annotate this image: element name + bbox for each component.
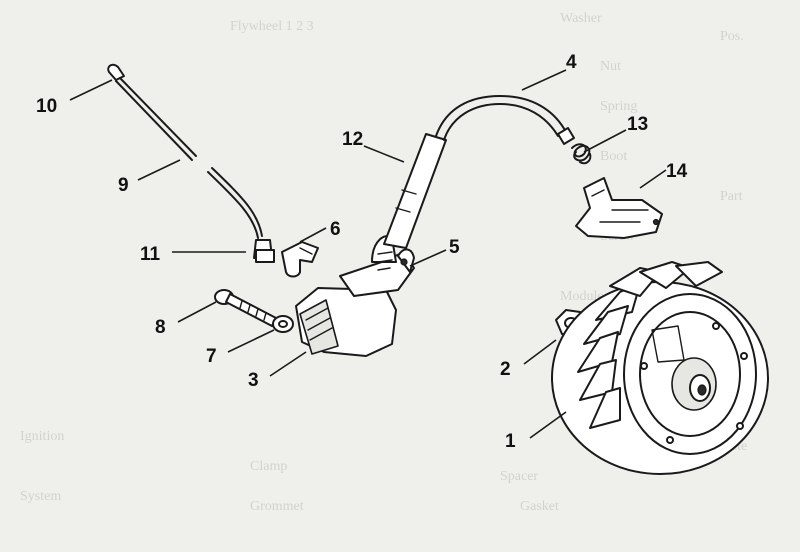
ignition-lead-part (383, 95, 575, 249)
wire-clip-part (281, 241, 319, 278)
svg-text:Gasket: Gasket (520, 499, 559, 514)
svg-text:Pos.: Pos. (720, 29, 744, 44)
svg-text:System: System (20, 489, 61, 504)
callout-11: 11 (140, 244, 161, 265)
spring-part (571, 143, 592, 165)
svg-text:Clamp: Clamp (250, 459, 287, 474)
svg-text:Ignition: Ignition (20, 429, 64, 444)
callout-13: 13 (627, 114, 648, 135)
callout-5: 5 (449, 237, 460, 258)
callout-12: 12 (342, 129, 363, 150)
leader-lines (69, 69, 667, 439)
callout-9: 9 (118, 175, 129, 196)
svg-text:Flywheel 1 2 3: Flywheel 1 2 3 (230, 19, 314, 34)
callout-14: 14 (666, 161, 688, 182)
screw-part (214, 289, 277, 327)
callout-labels: 1 2 3 4 5 6 7 8 9 10 11 12 13 14 (36, 52, 688, 452)
ignition-module-part (295, 235, 415, 357)
callout-7: 7 (206, 346, 217, 367)
svg-text:Grommet: Grommet (250, 499, 304, 514)
callout-4: 4 (566, 52, 577, 73)
callout-2: 2 (500, 359, 511, 380)
callout-3: 3 (248, 370, 259, 391)
callout-1: 1 (505, 431, 516, 452)
washer-part (272, 315, 294, 333)
svg-text:Nut: Nut (600, 59, 621, 74)
svg-text:Module: Module (560, 289, 604, 304)
callout-10: 10 (36, 96, 57, 117)
svg-text:Spacer: Spacer (500, 469, 538, 484)
svg-text:Part: Part (720, 189, 743, 204)
ground-wire-part (107, 63, 275, 263)
spark-plug-boot-part (575, 177, 663, 239)
svg-text:Washer: Washer (560, 11, 602, 26)
callout-8: 8 (155, 317, 166, 338)
svg-text:Boot: Boot (600, 149, 627, 164)
svg-text:Spring: Spring (600, 99, 637, 114)
flywheel-part (551, 261, 769, 475)
callout-6: 6 (330, 219, 341, 240)
